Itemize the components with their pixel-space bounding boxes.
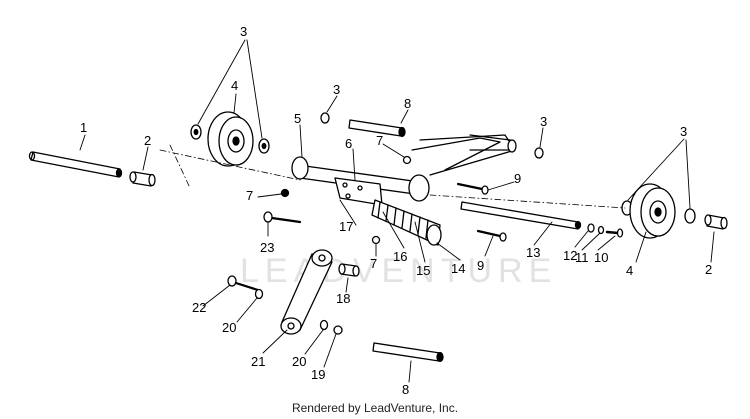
- callout-7: 7: [246, 188, 253, 203]
- callout-3: 3: [240, 24, 247, 39]
- part-19-nut: [333, 325, 343, 335]
- callout-19: 19: [311, 367, 325, 382]
- part-4-idler-wheel-left: [207, 111, 254, 167]
- part-10-bolt: [605, 228, 624, 238]
- callout-13: 13: [526, 245, 540, 260]
- callout-1: 1: [80, 120, 87, 135]
- part-13-shaft: [460, 201, 582, 230]
- part-5-swing-arm: [291, 134, 517, 202]
- part-3-washer: [190, 124, 202, 140]
- callout-5: 5: [294, 111, 301, 126]
- part-7-nut: [402, 155, 412, 165]
- callout-8: 8: [402, 382, 409, 397]
- part-7-nut: [280, 188, 290, 198]
- callout-9: 9: [514, 171, 521, 186]
- part-8-rod-upper: [348, 119, 406, 138]
- part-22-bolt: [227, 275, 260, 292]
- part-7-nut: [371, 235, 381, 245]
- callout-3: 3: [540, 114, 547, 129]
- callout-14: 14: [451, 261, 465, 276]
- part-3-washer: [320, 112, 330, 124]
- part-20-washer: [254, 288, 264, 300]
- part-11-washer: [597, 225, 605, 235]
- part-4-idler-wheel-right: [629, 183, 676, 239]
- callout-2: 2: [144, 133, 151, 148]
- callout-20: 20: [222, 320, 236, 335]
- part-12-washer: [587, 223, 595, 233]
- part-1-shaft: [28, 151, 123, 178]
- callout-7: 7: [376, 133, 383, 148]
- part-2-spacer-right: [704, 214, 728, 230]
- callout-23: 23: [260, 240, 274, 255]
- callout-21: 21: [251, 354, 265, 369]
- callout-8: 8: [404, 96, 411, 111]
- callout-16: 16: [393, 249, 407, 264]
- callout-18: 18: [336, 291, 350, 306]
- watermark: LEADVENTURE: [240, 252, 558, 290]
- part-3-washer: [258, 138, 270, 154]
- callout-10: 10: [594, 250, 608, 265]
- callout-4: 4: [626, 263, 633, 278]
- callout-9: 9: [477, 258, 484, 273]
- part-15-spring: [371, 199, 442, 246]
- leader-lines: [79, 39, 715, 383]
- part-3-washer: [684, 208, 696, 224]
- callout-2: 2: [705, 262, 712, 277]
- part-18-spacer: [338, 263, 360, 277]
- callout-15: 15: [416, 263, 430, 278]
- callout-4: 4: [231, 78, 238, 93]
- part-2-spacer-left: [129, 171, 156, 187]
- callout-11: 11: [575, 250, 589, 265]
- part-3-washer: [534, 147, 544, 159]
- callout-6: 6: [345, 136, 352, 151]
- callout-7: 7: [370, 256, 377, 271]
- part-21-link-arm: [280, 249, 333, 335]
- part-9-bolt-lower: [476, 229, 507, 242]
- part-9-bolt-upper: [456, 182, 489, 195]
- footer-credit: Rendered by LeadVenture, Inc.: [291, 401, 459, 415]
- callout-22: 22: [192, 300, 206, 315]
- callout-3: 3: [333, 82, 340, 97]
- part-8-rod-lower: [372, 342, 444, 363]
- callout-17: 17: [339, 219, 353, 234]
- callout-20: 20: [292, 354, 306, 369]
- callout-12: 12: [563, 248, 577, 263]
- part-23-bolt: [263, 211, 302, 224]
- part-20-washer: [319, 319, 329, 331]
- callout-3: 3: [680, 124, 687, 139]
